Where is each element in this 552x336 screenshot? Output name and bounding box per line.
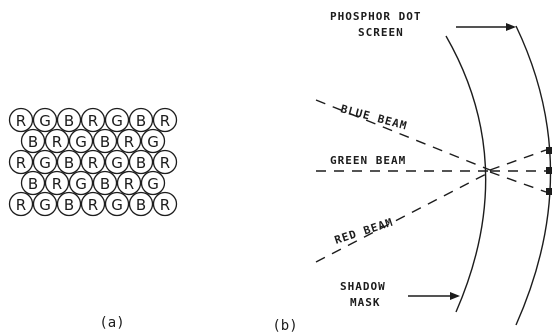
phosphor-dot [44,170,70,196]
phosphor-dot [152,191,178,217]
phosphor-dot-letter: G [39,154,51,172]
caption-a: (a) [99,315,124,331]
phosphor-dot-letter: G [75,175,87,193]
red-beam-line [315,171,491,263]
phosphor-dot [32,149,58,175]
phosphor-dot-letter: R [124,175,134,193]
phosphor-dot-letter: R [16,196,26,214]
phosphor-dot [80,191,106,217]
phosphor-dot [104,149,130,175]
red-beam-label: RED BEAM [333,216,395,247]
phosphor-dot [140,170,166,196]
phosphor-dot-label: PHOSPHOR DOT [330,10,421,23]
phosphor-dot-letter: B [64,112,74,130]
phosphor-dot-letter: R [160,196,170,214]
phosphor-dot [92,170,118,196]
shadow-label: SHADOW [340,280,386,293]
phosphor-dot-letter: G [39,196,51,214]
phosphor-dot [116,170,142,196]
phosphor-dot [56,107,82,133]
screen-dot-red [546,188,552,195]
screen-label: SCREEN [358,26,404,39]
phosphor-dot [8,191,34,217]
phosphor-dot-letter: R [88,112,98,130]
phosphor-dot [56,149,82,175]
phosphor-dot [80,149,106,175]
phosphor-dot-letter: G [147,175,159,193]
phosphor-dot [128,191,154,217]
phosphor-dot-letter: B [28,175,38,193]
phosphor-dot [8,149,34,175]
phosphor-dot-letter: G [111,112,123,130]
phosphor-dot [8,107,34,133]
phosphor-dot [56,191,82,217]
phosphor-dot [92,128,118,154]
phosphor-dot [68,170,94,196]
phosphor-dot [20,170,46,196]
phosphor-dot [20,128,46,154]
red-beam-past-mask [489,171,547,193]
phosphor-dot [104,107,130,133]
phosphor-dot [128,149,154,175]
blue-beam-line [315,99,491,171]
phosphor-dot-letter: R [160,112,170,130]
phosphor-dot-letter: R [16,112,26,130]
phosphor-dot [44,128,70,154]
phosphor-dot [116,128,142,154]
phosphor-dot [152,107,178,133]
phosphor-dot-letter: R [52,175,62,193]
phosphor-dot-letter: B [28,133,38,151]
green-beam-label: GREEN BEAM [330,154,406,167]
phosphor-dot [140,128,166,154]
phosphor-dot-letter: R [88,154,98,172]
phosphor-screen-curve [515,25,552,326]
blue-beam-label: BLUE BEAM [339,102,409,132]
phosphor-dot-letter: B [136,112,146,130]
phosphor-dot-letter: R [52,133,62,151]
phosphor-dot [128,107,154,133]
phosphor-dot [152,149,178,175]
mask-label: MASK [350,296,381,309]
blue-beam-past-mask [489,149,547,171]
phosphor-dot-letter: B [100,175,110,193]
phosphor-dot-letter: B [136,196,146,214]
phosphor-dot [68,128,94,154]
phosphor-dot-letter: G [111,154,123,172]
phosphor-dot-letter: G [147,133,159,151]
phosphor-dot-letter: R [160,154,170,172]
phosphor-dot-letter: G [111,196,123,214]
phosphor-dot-letter: B [64,154,74,172]
phosphor-dot-letter: R [124,133,134,151]
phosphor-dot-letter: B [136,154,146,172]
screen-dot-blue [546,147,552,154]
mask-leader-arrowhead [450,292,460,300]
screen-dot-green [546,167,552,174]
phosphor-dot-letter: R [16,154,26,172]
phosphor-dot [80,107,106,133]
caption-b: (b) [272,318,297,334]
phosphor-dot [104,191,130,217]
screen-leader-arrowhead [506,23,516,31]
phosphor-dot-letter: G [75,133,87,151]
phosphor-dot-letter: R [88,196,98,214]
phosphor-dot [32,191,58,217]
phosphor-dot-letter: B [100,133,110,151]
phosphor-dot-letter: B [64,196,74,214]
panel-b: PHOSPHOR DOT SCREEN BLUE BEAM GREEN BEAM… [315,10,552,326]
phosphor-dot [32,107,58,133]
shadow-mask-curve [445,35,487,313]
phosphor-dot-letter: G [39,112,51,130]
